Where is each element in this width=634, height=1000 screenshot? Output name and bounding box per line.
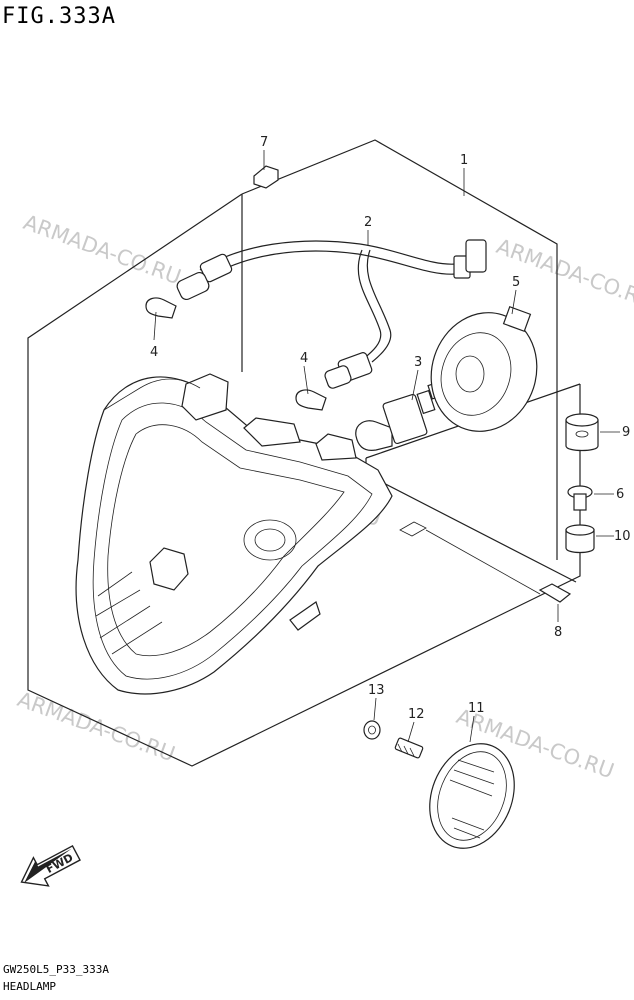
figure-name: HEADLAMP: [3, 980, 56, 993]
callout-3: 3: [414, 355, 422, 370]
figure-code: GW250L5_P33_333A: [3, 963, 109, 976]
grommet: [565, 413, 599, 452]
callout-2: 2: [364, 215, 372, 230]
callout-12: 12: [408, 707, 425, 722]
washer: [363, 720, 381, 740]
clip-nut: [399, 521, 572, 603]
position-bulbs: [145, 297, 327, 411]
headlamp-housing: [75, 373, 393, 695]
callout-9: 9: [622, 425, 630, 440]
reflex-reflector: [429, 743, 515, 849]
bulb-cover: [430, 306, 538, 432]
callout-5: 5: [512, 275, 520, 290]
leader-lines: [153, 150, 620, 743]
callout-6: 6: [616, 487, 624, 502]
watermark-4: ARMADA-CO.RU: [14, 687, 178, 766]
figure-title: FIG.333A: [2, 4, 116, 29]
callout-4a: 4: [150, 345, 158, 360]
callout-10: 10: [614, 529, 631, 544]
callout-labels: 7 1 2 5 4 4 3 9 6 10 8 13 12 11: [150, 135, 631, 722]
h4-bulb: [355, 382, 441, 451]
screw: [394, 737, 424, 759]
collar: [565, 524, 595, 554]
clamp: [253, 165, 279, 189]
callout-4b: 4: [300, 351, 308, 366]
callout-8: 8: [554, 625, 562, 640]
callout-1: 1: [460, 153, 468, 168]
callout-11: 11: [468, 701, 485, 716]
bolt: [567, 485, 593, 511]
callout-13: 13: [368, 683, 385, 698]
wiring-harness: [176, 239, 487, 389]
fwd-arrow: FWD: [20, 844, 81, 887]
callout-7: 7: [260, 135, 268, 150]
